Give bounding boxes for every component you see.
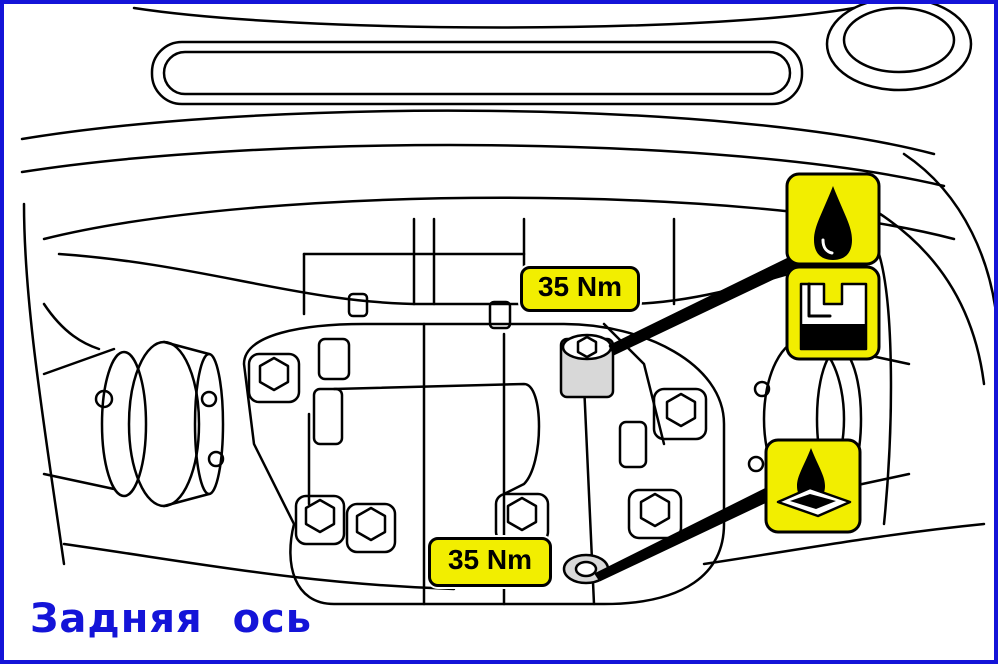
page-title: Задняя ось bbox=[30, 596, 313, 642]
bolt bbox=[627, 488, 683, 540]
bolt bbox=[652, 387, 708, 441]
bolt bbox=[294, 494, 346, 546]
oil-fill-level-icon bbox=[785, 265, 881, 361]
rear-axle-drawing bbox=[20, 4, 994, 606]
torque-label-drain-plug: 35 Nm bbox=[428, 537, 552, 587]
oil-drain-icon bbox=[764, 438, 862, 534]
left-drive-shaft bbox=[42, 302, 225, 508]
spare-wheel-well bbox=[825, 4, 973, 92]
oil-drop-icon bbox=[785, 172, 881, 266]
bolt bbox=[345, 502, 397, 554]
housing-bolts bbox=[247, 352, 708, 554]
filler-plug bbox=[559, 333, 615, 399]
bolt bbox=[247, 352, 301, 404]
torque-label-filler-plug: 35 Nm bbox=[520, 266, 640, 312]
subframe bbox=[57, 217, 876, 330]
body-panel bbox=[20, 6, 994, 566]
